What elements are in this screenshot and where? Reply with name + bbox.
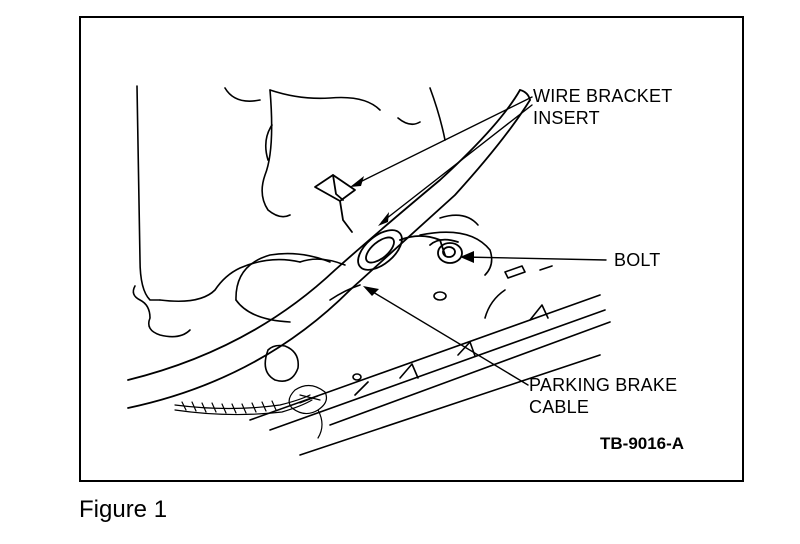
arrowhead-wire-bracket [350, 176, 364, 187]
arrowheads [350, 176, 474, 296]
parking-brake-label-line1: PARKING BRAKE [529, 375, 678, 395]
parking-brake-cable-drawing [127, 89, 531, 409]
parking-brake-cable-label: PARKING BRAKE CABLE [529, 374, 677, 418]
figure-frame [79, 16, 744, 482]
figure-code: TB-9016-A [600, 434, 685, 453]
wire-bracket-label-line2: INSERT [533, 108, 600, 128]
bolt-drawing [429, 238, 463, 264]
bolt-label: BOLT [614, 250, 661, 270]
floor-pan [235, 214, 611, 456]
wiring-harness [174, 384, 328, 439]
wire-bracket-label: WIRE BRACKET INSERT [533, 85, 672, 129]
wire-bracket [314, 174, 446, 256]
leader-lines [355, 96, 607, 386]
figure-caption: Figure 1 [79, 496, 168, 523]
arrowhead-grommet [378, 212, 389, 226]
arrowhead-cable [363, 286, 379, 296]
wire-bracket-label-line1: WIRE BRACKET [533, 86, 673, 106]
parking-brake-label-line2: CABLE [529, 397, 590, 417]
floor-holes [264, 265, 553, 382]
arrowhead-bolt [460, 251, 474, 263]
vehicle-body-outline [132, 85, 446, 338]
cable-grommet [357, 229, 403, 271]
